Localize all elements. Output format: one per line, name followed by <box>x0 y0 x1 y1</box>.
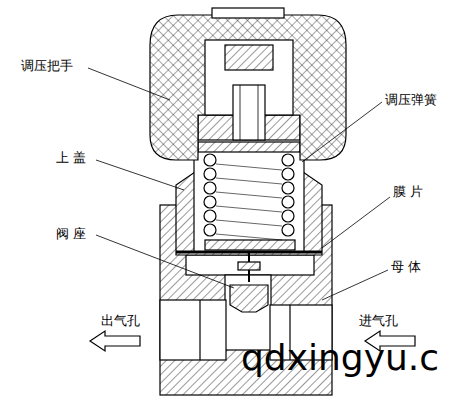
watermark: qdxingyu.c <box>240 338 440 378</box>
port-label: 出气孔 <box>100 313 141 329</box>
knob <box>150 15 346 160</box>
spring-wire <box>216 178 282 184</box>
spring-coil <box>204 224 216 236</box>
spring-wire <box>216 220 282 226</box>
spring-wire <box>216 234 282 240</box>
spring-wire <box>216 192 282 198</box>
spring-wire <box>216 206 282 212</box>
part-label: 上 盖 <box>55 150 87 166</box>
spring-coil <box>282 210 294 222</box>
part-label: 调压把手 <box>20 58 74 74</box>
spring-coil <box>282 168 294 180</box>
valve-seat <box>230 285 268 312</box>
spring-coil <box>282 196 294 208</box>
spring-coil <box>204 210 216 222</box>
spring-coil <box>204 154 216 166</box>
spring-coil <box>282 154 294 166</box>
part-label: 阀 座 <box>55 226 87 242</box>
spring-coil <box>282 182 294 194</box>
spring-coil <box>204 168 216 180</box>
part-label: 膜 片 <box>392 184 424 200</box>
port-label: 进气孔 <box>358 313 399 329</box>
part-label: 调压弹簧 <box>384 92 438 108</box>
spring-coil <box>282 224 294 236</box>
leader-lines <box>88 68 390 300</box>
part-label: 母 体 <box>390 259 422 275</box>
spring-wire <box>216 164 282 170</box>
spring-coil <box>204 182 216 194</box>
spring-coil <box>204 196 216 208</box>
